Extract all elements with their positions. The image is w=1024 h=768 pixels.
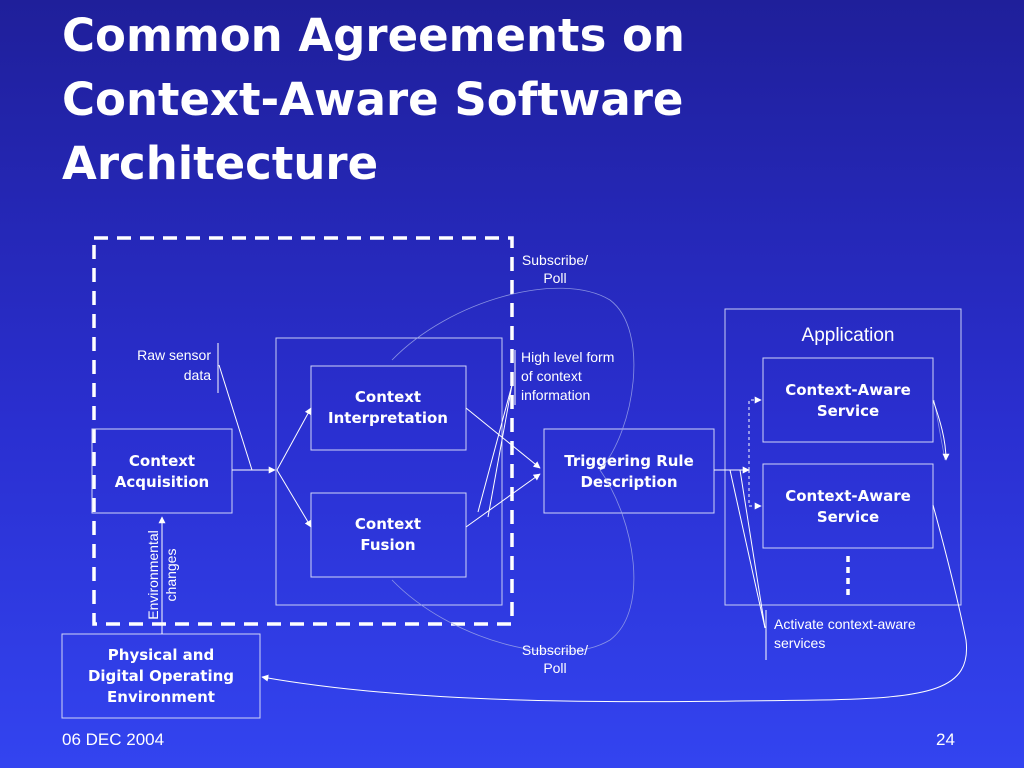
context-aware-service-box-1: Context-Aware Service [762,357,934,443]
box-label: Service [817,402,879,420]
high-level-leader-2 [487,384,513,518]
environmental-changes-line: changes [163,549,179,602]
activate-label: services [774,635,825,651]
high-level-label: information [521,387,590,403]
dotted-routes [748,396,762,510]
box-label: Environment [107,688,215,706]
box-label: Context-Aware [785,381,911,399]
environmental-changes-label: Environmental changes [145,530,179,620]
environment-box: Physical and Digital Operating Environme… [61,633,261,719]
raw-sensor-leader [218,364,253,471]
environmental-changes-line: Environmental [145,530,161,620]
arrow-hub-to-interpretation [276,407,312,471]
application-container [724,308,962,606]
bottom-subscribe-curve [391,469,635,653]
box-label: Fusion [360,536,415,554]
box-label: Context-Aware [785,487,911,505]
high-level-label: High level form [521,349,614,365]
raw-sensor-label: data [184,367,211,383]
box-label: Acquisition [115,473,209,491]
triggering-rule-box: Triggering Rule Description [543,428,715,514]
box-label: Service [817,508,879,526]
box-label: Context [355,515,421,533]
slide-date: 06 DEC 2004 [62,730,165,749]
context-acquisition-box: Context Acquisition [91,428,233,514]
high-level-label: of context [521,368,582,384]
title-line-3: Architecture [62,137,379,190]
hub-to-service-1 [748,396,762,470]
application-label: Application [802,325,895,346]
slide-page-number: 24 [936,730,955,749]
arrows [158,343,968,703]
subscribe-top-label: Subscribe/ [522,252,588,268]
activate-leader-2 [739,469,766,629]
slide-title: Common Agreements on Context-Aware Softw… [62,4,962,196]
dashed-boundary [92,236,514,626]
hub-to-service-2 [748,470,762,510]
high-level-leader-1 [477,384,513,513]
activate-label: Activate context-aware [774,616,916,632]
box-label: Description [580,473,677,491]
box-label: Context [355,388,421,406]
interpretation-fusion-container [275,337,503,606]
arrow-service-1-to-loop [932,399,950,461]
box-label: Interpretation [328,409,448,427]
arrow-fusion-to-rule [465,473,541,528]
context-fusion-box: Context Fusion [310,492,467,578]
subscribe-bottom-label: Poll [543,660,566,676]
title-line-2: Context-Aware Software [62,73,684,126]
box-label: Context [129,452,195,470]
arrow-interpretation-to-rule [465,407,541,469]
box-label: Triggering Rule [564,452,694,470]
box-label: Physical and [108,646,214,664]
context-interpretation-box: Context Interpretation [310,365,467,451]
arrow-service-2-to-environment [261,504,968,703]
activate-leader-1 [729,469,766,629]
title-line-1: Common Agreements on [62,9,685,62]
subscribe-top-label: Poll [543,270,566,286]
box-label: Digital Operating [88,667,234,685]
subscribe-bottom-label: Subscribe/ [522,642,588,658]
top-subscribe-curve [391,287,635,471]
context-aware-service-box-2: Context-Aware Service [762,463,934,549]
arrow-hub-to-fusion [276,469,312,528]
raw-sensor-label: Raw sensor [137,347,211,363]
